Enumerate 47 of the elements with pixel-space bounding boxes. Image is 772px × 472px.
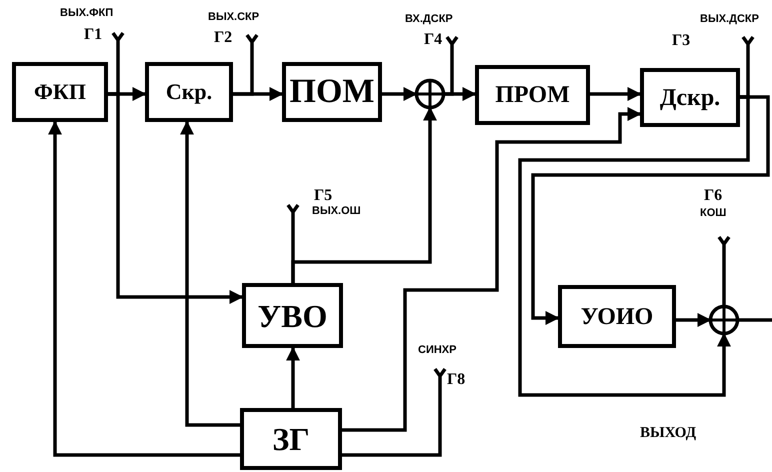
block-label: Дскр. bbox=[660, 86, 720, 110]
signal-line bbox=[676, 313, 712, 327]
signal-line bbox=[590, 87, 642, 101]
block-label: ПРОМ bbox=[495, 83, 570, 107]
test-point-number: Г2 bbox=[214, 30, 232, 46]
block-label: Скр. bbox=[166, 81, 212, 103]
signal-line bbox=[291, 224, 295, 283]
output-label: ВЫХОД bbox=[640, 425, 696, 442]
test-point-number: Г6 bbox=[704, 188, 722, 204]
signal-name: ВЫХ.СКР bbox=[208, 12, 260, 23]
signal-line bbox=[342, 388, 442, 457]
test-point-number: Г8 bbox=[447, 372, 466, 388]
signal-name: ВЫХ.ДСКР bbox=[700, 14, 759, 25]
signal-line bbox=[108, 92, 244, 304]
signal-line bbox=[382, 87, 418, 101]
signal-name: КОШ bbox=[700, 208, 726, 219]
block-box bbox=[282, 62, 382, 122]
block-label: УВО bbox=[258, 300, 328, 332]
signal-name: СИНХР bbox=[418, 345, 456, 356]
block-label: ФКП bbox=[34, 81, 86, 103]
block-label: ЗГ bbox=[272, 423, 310, 455]
test-point-number: Г1 bbox=[84, 27, 102, 43]
signal-line bbox=[531, 95, 770, 325]
block-label: УОИО bbox=[580, 304, 654, 328]
signal-line bbox=[738, 318, 772, 322]
signal-line bbox=[444, 56, 454, 96]
block-box bbox=[640, 68, 740, 127]
block-box bbox=[240, 408, 342, 470]
block-box bbox=[12, 62, 108, 122]
signal-line bbox=[233, 54, 254, 96]
signal-name: ВЫХ.ФКП bbox=[60, 8, 114, 19]
signal-line bbox=[518, 95, 750, 397]
signal-name: ВХ.ДСКР bbox=[405, 14, 453, 25]
signal-name: ВЫХ.ОШ bbox=[312, 206, 361, 217]
signal-line bbox=[342, 107, 642, 432]
signal-line bbox=[48, 120, 240, 457]
block-label: ПОМ bbox=[290, 75, 374, 109]
block-box bbox=[558, 285, 676, 348]
test-point-number: Г3 bbox=[672, 33, 690, 49]
test-point-number: Г4 bbox=[424, 32, 442, 48]
block-box bbox=[242, 283, 343, 348]
signal-line bbox=[286, 346, 300, 408]
signal-line bbox=[722, 256, 726, 306]
signal-line bbox=[180, 120, 240, 427]
block-box bbox=[475, 65, 590, 125]
block-box bbox=[145, 62, 233, 122]
test-point-number: Г5 bbox=[314, 188, 332, 204]
